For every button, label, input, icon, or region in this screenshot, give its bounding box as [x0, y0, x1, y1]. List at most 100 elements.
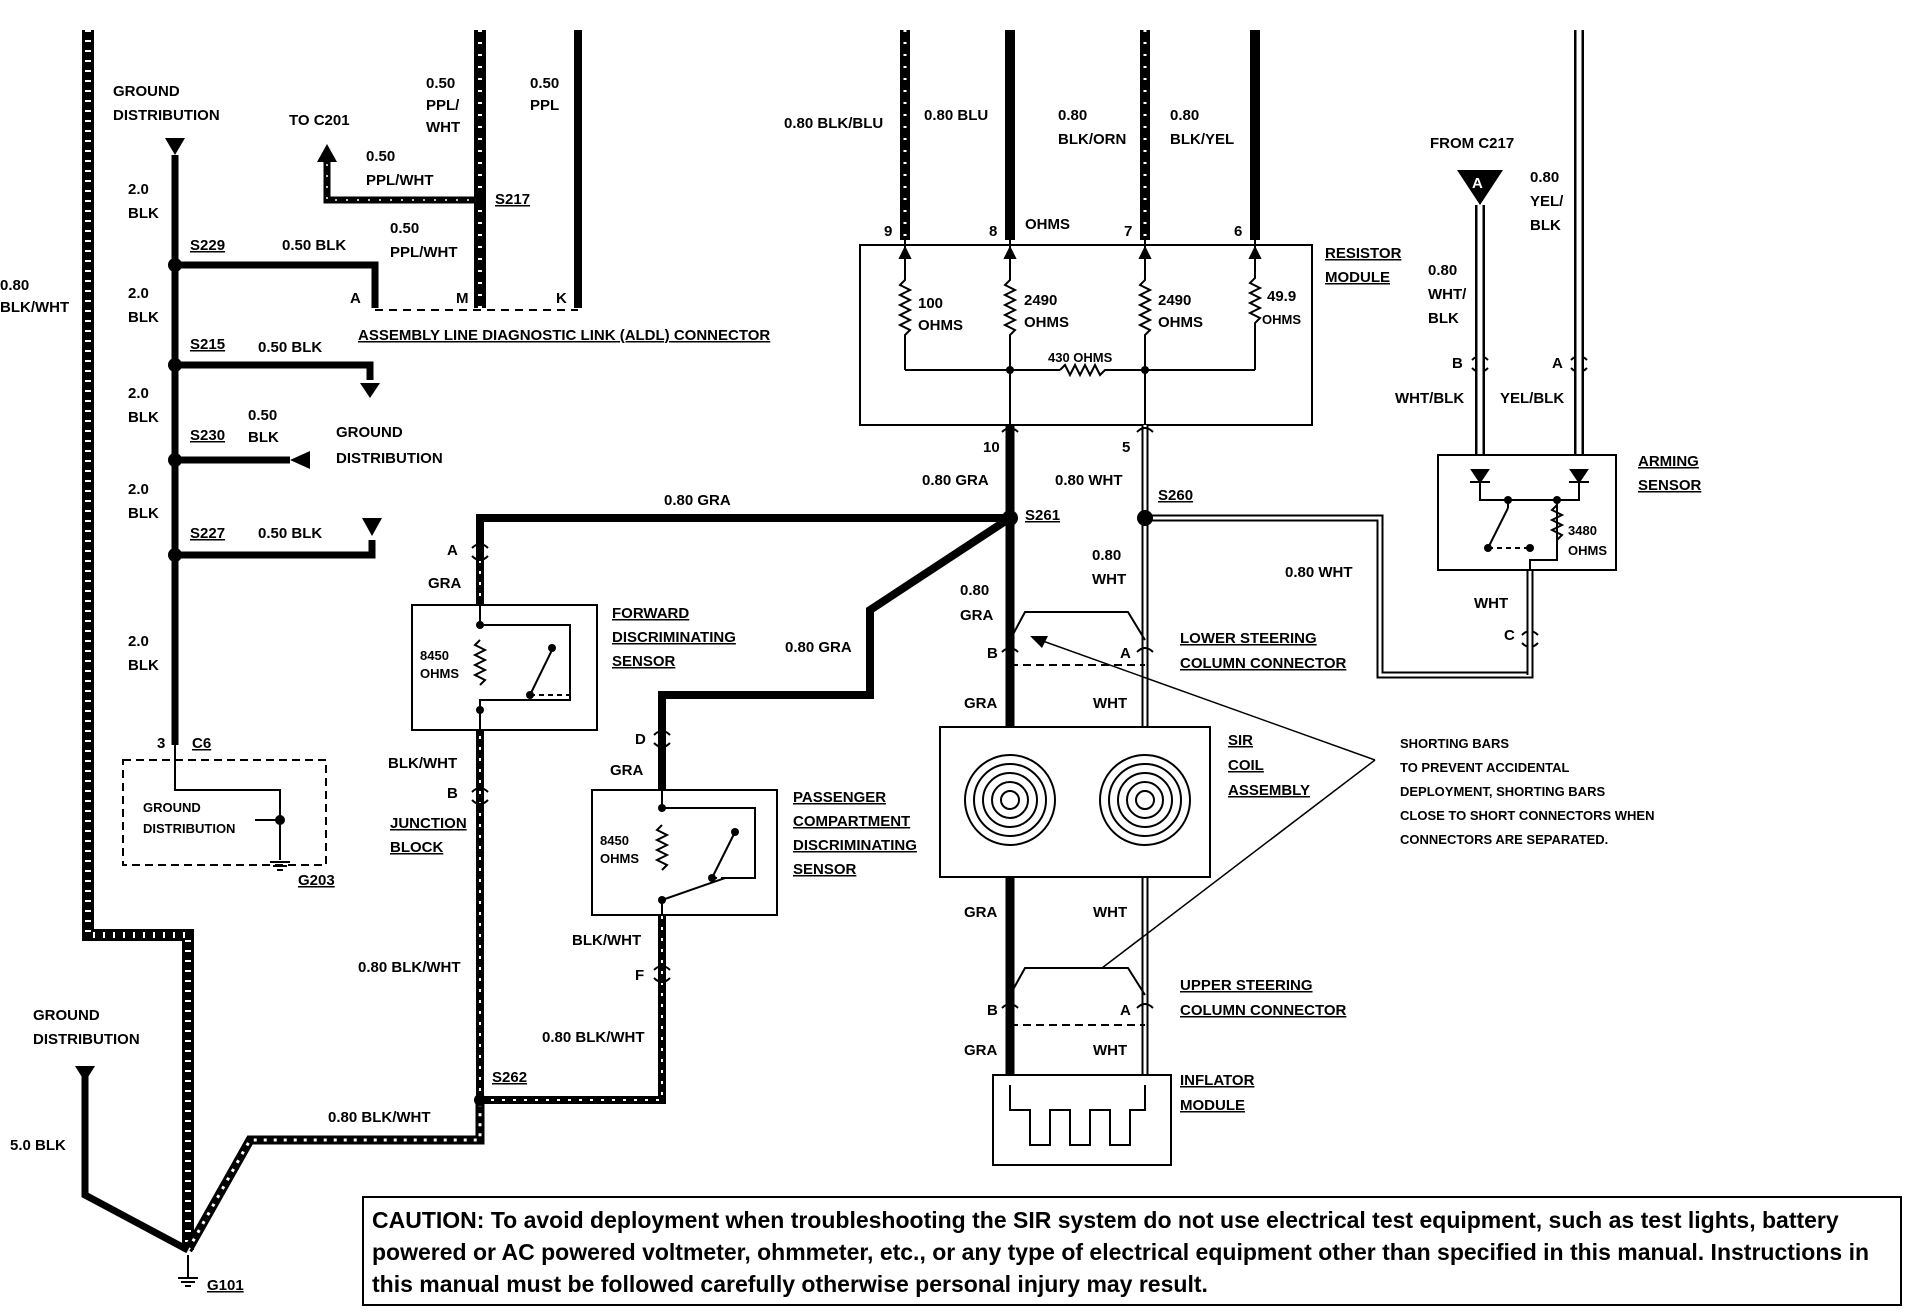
r2-value: 2490: [1024, 292, 1057, 309]
gd-top-1: GROUND: [113, 83, 180, 100]
ground-triangle-icon: [75, 1066, 95, 1082]
arming-ohms-value: 3480: [1568, 523, 1597, 538]
w5blk-label: 5.0 BLK: [10, 1137, 66, 1154]
svg-text:BLK: BLK: [128, 409, 159, 426]
r3-value: 2490: [1158, 292, 1191, 309]
s229-label: S229: [190, 237, 225, 254]
pin-9: 9: [884, 223, 892, 240]
ground-triangle-icon: [290, 451, 310, 469]
w-wht-right: 0.80 WHT: [1285, 564, 1353, 581]
ppl-wht-3-color1: PPL/: [426, 97, 460, 114]
svg-text:2.0: 2.0: [128, 633, 149, 650]
s229-wire: [175, 261, 379, 308]
pass-ohms-unit: OHMS: [600, 851, 639, 866]
resistor-nodes: [1006, 366, 1149, 374]
ppl-wht-3-color2: WHT: [426, 119, 460, 136]
svg-text:2.0: 2.0: [128, 181, 149, 198]
arrow-up-icon: [317, 144, 337, 162]
svg-text:BLK: BLK: [128, 505, 159, 522]
ground-triangle-icon: [165, 138, 185, 155]
svg-text:2.0: 2.0: [128, 285, 149, 302]
upper-pin-b: B: [987, 1002, 998, 1019]
wht-blk-color2: BLK: [1428, 310, 1459, 327]
fwd-pin-b: B: [447, 785, 458, 802]
fwd-label-2: DISCRIMINATING: [612, 629, 736, 646]
callout-arrow-icon: [1030, 636, 1048, 648]
gd-box-2: DISTRIBUTION: [143, 821, 235, 836]
lower-pin-a: A: [1120, 645, 1131, 662]
shorting-3: DEPLOYMENT, SHORTING BARS: [1400, 784, 1605, 799]
pass-blk-wht: BLK/WHT: [572, 932, 641, 949]
pin-5: 5: [1122, 439, 1130, 456]
w-wht-v-color: WHT: [1092, 571, 1126, 588]
upper-shorting-bar: [1009, 967, 1146, 996]
shorting-1: SHORTING BARS: [1400, 736, 1509, 751]
w-gra-v-color: GRA: [960, 607, 994, 624]
ground-box: [122, 759, 327, 866]
c6-label: C6: [192, 735, 211, 752]
ground-icon: [178, 1255, 198, 1287]
svg-text:BLK: BLK: [128, 205, 159, 222]
lower-shorting-bar: [1009, 611, 1146, 641]
fwd-ohms-value: 8450: [420, 648, 449, 663]
inflator-2: MODULE: [1180, 1097, 1245, 1114]
ppl-wht-2-color: PPL/WHT: [390, 244, 458, 261]
s227-label: S227: [190, 525, 225, 542]
svg-text:2.0: 2.0: [128, 385, 149, 402]
r2-unit: OHMS: [1024, 314, 1069, 331]
s227-wire-label: 0.50 BLK: [258, 525, 322, 542]
coil-1: SIR: [1228, 732, 1253, 749]
yel-blk-color1: YEL/: [1530, 193, 1564, 210]
lower-pin-b: B: [987, 645, 998, 662]
ppl-wht-3-gauge: 0.50: [426, 75, 455, 92]
arming-wht: WHT: [1474, 595, 1508, 612]
pin-7: 7: [1124, 223, 1132, 240]
fwd-gra: GRA: [428, 575, 462, 592]
inflator-1: INFLATOR: [1180, 1072, 1255, 1089]
gd-mid-1: GROUND: [336, 424, 403, 441]
fwd-label-1: FORWARD: [612, 605, 689, 622]
fwd-blk-wht: BLK/WHT: [388, 755, 457, 772]
gd-top-2: DISTRIBUTION: [113, 107, 220, 124]
pass-gra: GRA: [610, 762, 644, 779]
w-blk-yel-color: BLK/YEL: [1170, 131, 1234, 148]
pass-pin-d: D: [635, 731, 646, 748]
s229-wire-label: 0.50 BLK: [282, 237, 346, 254]
pass-label-1: PASSENGER: [793, 789, 886, 806]
resistor-module-1: RESISTOR: [1325, 245, 1402, 262]
lower-conn-1: LOWER STEERING: [1180, 630, 1317, 647]
inflator-box: [992, 1074, 1172, 1166]
gd-box-1: GROUND: [143, 800, 201, 815]
shorting-callout-lines: [1039, 639, 1376, 969]
s215-wire-label: 0.50 BLK: [258, 339, 322, 356]
s217-label: S217: [495, 191, 530, 208]
wht-2: WHT: [1093, 904, 1127, 921]
upper-conn-2: COLUMN CONNECTOR: [1180, 1002, 1347, 1019]
fwd-pin-a: A: [447, 542, 458, 559]
upper-pin-a: A: [1120, 1002, 1131, 1019]
junction-2: BLOCK: [390, 839, 443, 856]
fwd-sensor-nodes: [476, 621, 556, 714]
r1-unit: OHMS: [918, 317, 963, 334]
pass-sensor-nodes: [658, 804, 739, 904]
from-c217: FROM C217: [1430, 135, 1514, 152]
arm-pin-a: A: [1552, 355, 1563, 372]
pass-label-2: COMPARTMENT: [793, 813, 910, 830]
wht-blk-color1: WHT/: [1428, 286, 1467, 303]
r-mid: 430 OHMS: [1048, 350, 1113, 365]
w-blk-yel-gauge: 0.80: [1170, 107, 1199, 124]
shorting-4: CLOSE TO SHORT CONNECTORS WHEN: [1400, 808, 1654, 823]
w-gra-diag: 0.80 GRA: [785, 639, 852, 656]
bus-labels: 2.0 BLK 2.0 BLK 2.0 BLK 2.0 BLK 2.0 BLK: [128, 181, 159, 674]
s260-splice: [1137, 510, 1153, 526]
w-gra-v-gauge: 0.80: [960, 582, 989, 599]
svg-text:BLK: BLK: [128, 657, 159, 674]
connector-a-marker: [1457, 170, 1503, 205]
ppl-wht-1-gauge: 0.50: [366, 148, 395, 165]
gd-mid-2: DISTRIBUTION: [336, 450, 443, 467]
s217-splice: [474, 194, 486, 206]
pass-w-blk-wht: 0.80 BLK/WHT: [542, 1029, 645, 1046]
aldl-pin-m: M: [456, 290, 469, 307]
ground-icon: [270, 861, 290, 871]
gra-1: GRA: [964, 695, 998, 712]
